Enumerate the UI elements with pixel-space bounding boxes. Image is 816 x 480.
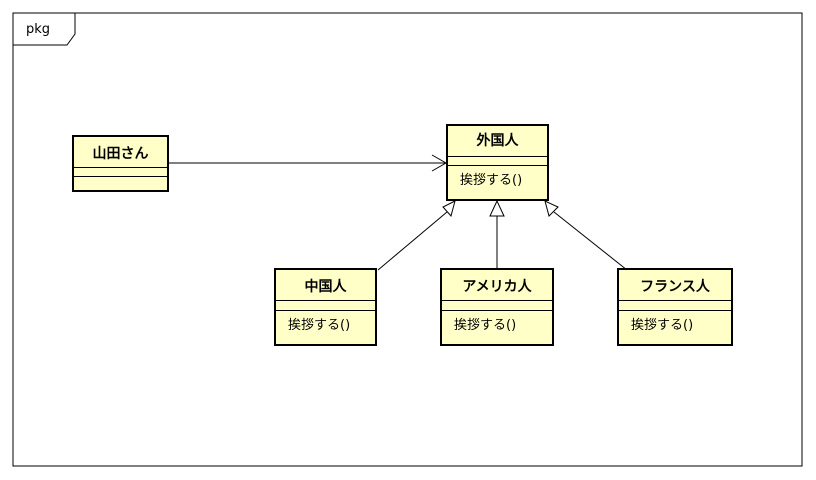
class-gaikokujin[interactable]: 外国人 挨拶する() (446, 124, 549, 201)
generalization-arrowhead-americajin (489, 199, 505, 217)
operations-compartment: 挨拶する() (619, 310, 731, 335)
class-furansujin[interactable]: フランス人 挨拶する() (617, 268, 733, 346)
operation-greet: 挨拶する() (460, 173, 523, 188)
operations-compartment (74, 176, 167, 177)
operations-compartment: 挨拶する() (448, 165, 547, 190)
attributes-compartment (619, 300, 731, 310)
operation-greet: 挨拶する() (631, 318, 694, 333)
class-americajin[interactable]: アメリカ人 挨拶する() (440, 268, 554, 346)
generalization-arrowhead-furansujin (544, 200, 559, 217)
class-yamada[interactable]: 山田さん (72, 135, 169, 192)
operations-compartment: 挨拶する() (276, 310, 375, 335)
class-name: 山田さん (92, 146, 149, 162)
generalization-line-chugokujin (377, 211, 448, 271)
operation-greet: 挨拶する() (454, 318, 517, 333)
operations-compartment: 挨拶する() (442, 310, 552, 335)
class-name: 外国人 (476, 133, 519, 149)
generalization-arrowhead-chugokujin (442, 200, 456, 218)
attributes-compartment (276, 300, 375, 310)
generalization-line-furansujin (553, 211, 628, 271)
attributes-compartment (74, 167, 167, 176)
package-frame (12, 12, 803, 467)
attributes-compartment (442, 300, 552, 310)
package-tab (13, 12, 76, 46)
class-name: フランス人 (640, 279, 710, 295)
package-label: pkg (26, 22, 51, 37)
class-name: アメリカ人 (462, 279, 532, 295)
attributes-compartment (448, 156, 547, 165)
class-name: 中国人 (304, 279, 347, 295)
operation-greet: 挨拶する() (288, 318, 351, 333)
class-chugokujin[interactable]: 中国人 挨拶する() (274, 268, 377, 346)
